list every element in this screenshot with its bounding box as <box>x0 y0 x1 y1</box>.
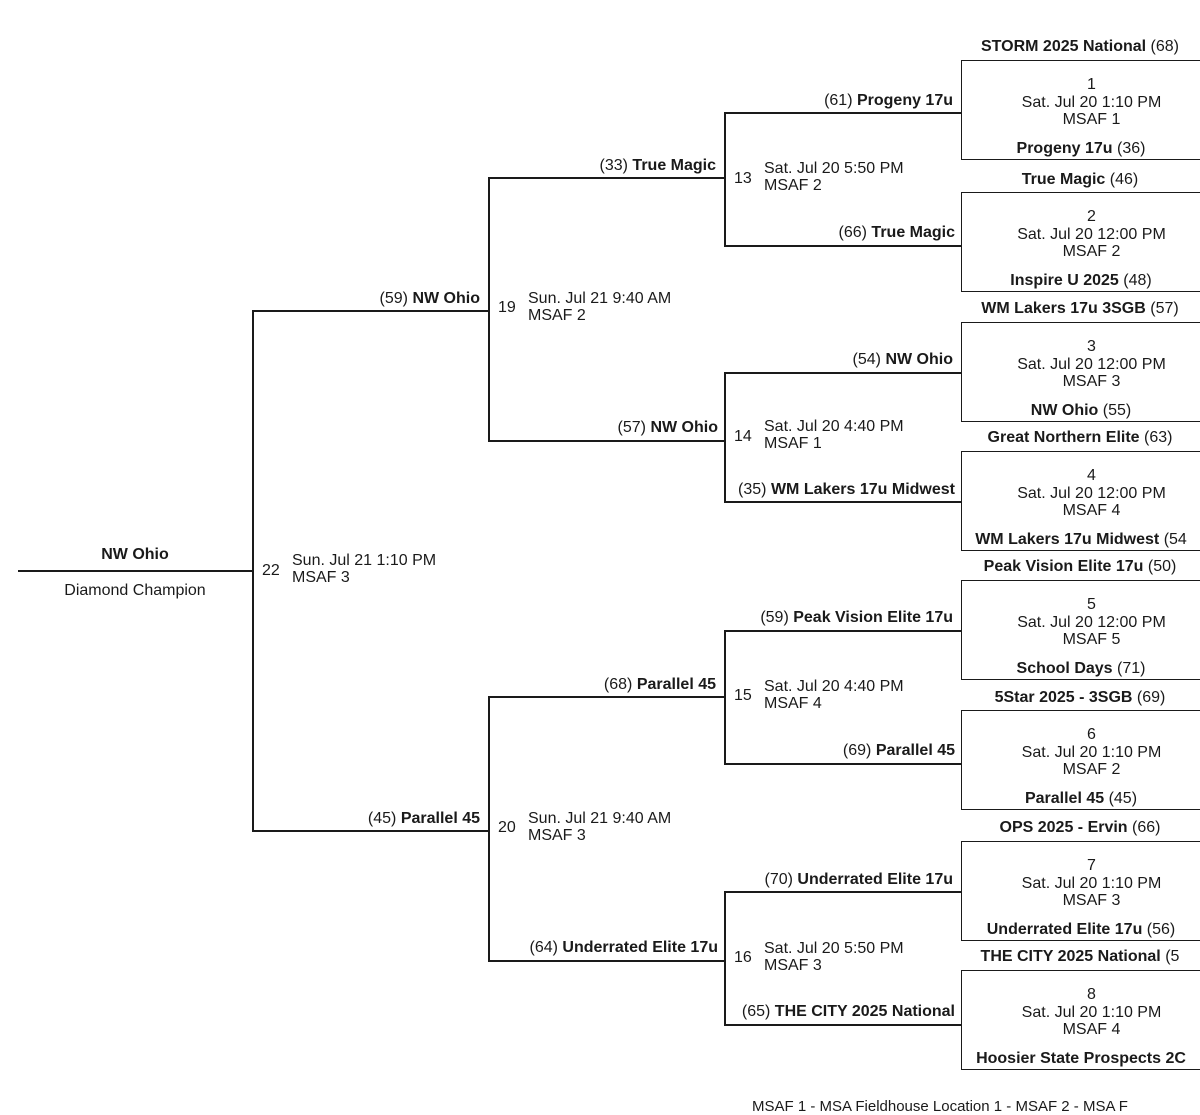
game-box-top-team: True Magic (46) <box>1021 171 1139 188</box>
final-connector <box>252 310 254 830</box>
game-box-top-team: STORM 2025 National (68) <box>981 38 1179 55</box>
first-round-winner: (54) NW Ohio <box>852 351 953 368</box>
r1-line-3 <box>724 372 961 374</box>
r1-line-8 <box>724 1024 961 1026</box>
r1-line-4 <box>724 501 961 503</box>
game-box-top-team: OPS 2025 - Ervin (66) <box>999 819 1161 836</box>
game-number: 15 <box>734 687 752 704</box>
first-round-winner: (65) THE CITY 2025 National <box>741 1003 955 1020</box>
r1-line-5 <box>724 630 961 632</box>
first-round-winner: (69) Parallel 45 <box>842 742 955 759</box>
location-legend: MSAF 1 - MSA Fieldhouse Location 1 - MSA… <box>752 1098 1128 1115</box>
game19-connector <box>488 177 490 440</box>
r2-line-1 <box>488 177 724 179</box>
game-number: 19 <box>498 299 516 316</box>
r1-line-2 <box>724 245 961 247</box>
quarterfinal-winner: (57) NW Ohio <box>617 419 718 436</box>
r2-line-3 <box>488 696 724 698</box>
r2-line-4 <box>488 960 724 962</box>
game-box-top-team: 5Star 2025 - 3SGB (69) <box>994 689 1166 706</box>
game-number: 20 <box>498 819 516 836</box>
r1-line-7 <box>724 891 961 893</box>
semifinal-winner: (59) NW Ohio <box>379 290 480 307</box>
game-box-top-team: WM Lakers 17u 3SGB (57) <box>981 300 1179 317</box>
game-number: 22 <box>262 562 280 579</box>
first-round-winner: (66) True Magic <box>838 224 955 241</box>
r2-line-2 <box>488 440 724 442</box>
game14-connector <box>724 372 726 501</box>
game-box-top-team: THE CITY 2025 National (5 <box>980 948 1180 965</box>
game13-connector <box>724 112 726 245</box>
quarterfinal-winner: (33) True Magic <box>599 157 716 174</box>
game-number: 13 <box>734 170 752 187</box>
game-number: 14 <box>734 428 752 445</box>
semi1-line <box>252 310 488 312</box>
champion-caption: Diamond Champion <box>64 582 206 599</box>
quarterfinal-winner: (64) Underrated Elite 17u <box>529 939 718 956</box>
first-round-winner: (61) Progeny 17u <box>824 92 953 109</box>
game-box-top-team: Peak Vision Elite 17u (50) <box>983 558 1177 575</box>
game20-connector <box>488 696 490 960</box>
semifinal-winner: (45) Parallel 45 <box>367 810 480 827</box>
r1-line-6 <box>724 763 961 765</box>
champion-line <box>18 570 252 572</box>
first-round-winner: (35) WM Lakers 17u Midwest <box>738 481 955 498</box>
quarterfinal-winner: (68) Parallel 45 <box>603 676 716 693</box>
game16-connector <box>724 891 726 1024</box>
game15-connector <box>724 630 726 763</box>
game-number: 16 <box>734 949 752 966</box>
first-round-winner: (59) Peak Vision Elite 17u <box>760 609 953 626</box>
first-round-winner: (70) Underrated Elite 17u <box>764 871 953 888</box>
champion-name: NW Ohio <box>101 546 169 563</box>
game-box-top-team: Great Northern Elite (63) <box>987 429 1173 446</box>
r1-line-1 <box>724 112 961 114</box>
semi2-line <box>252 830 488 832</box>
